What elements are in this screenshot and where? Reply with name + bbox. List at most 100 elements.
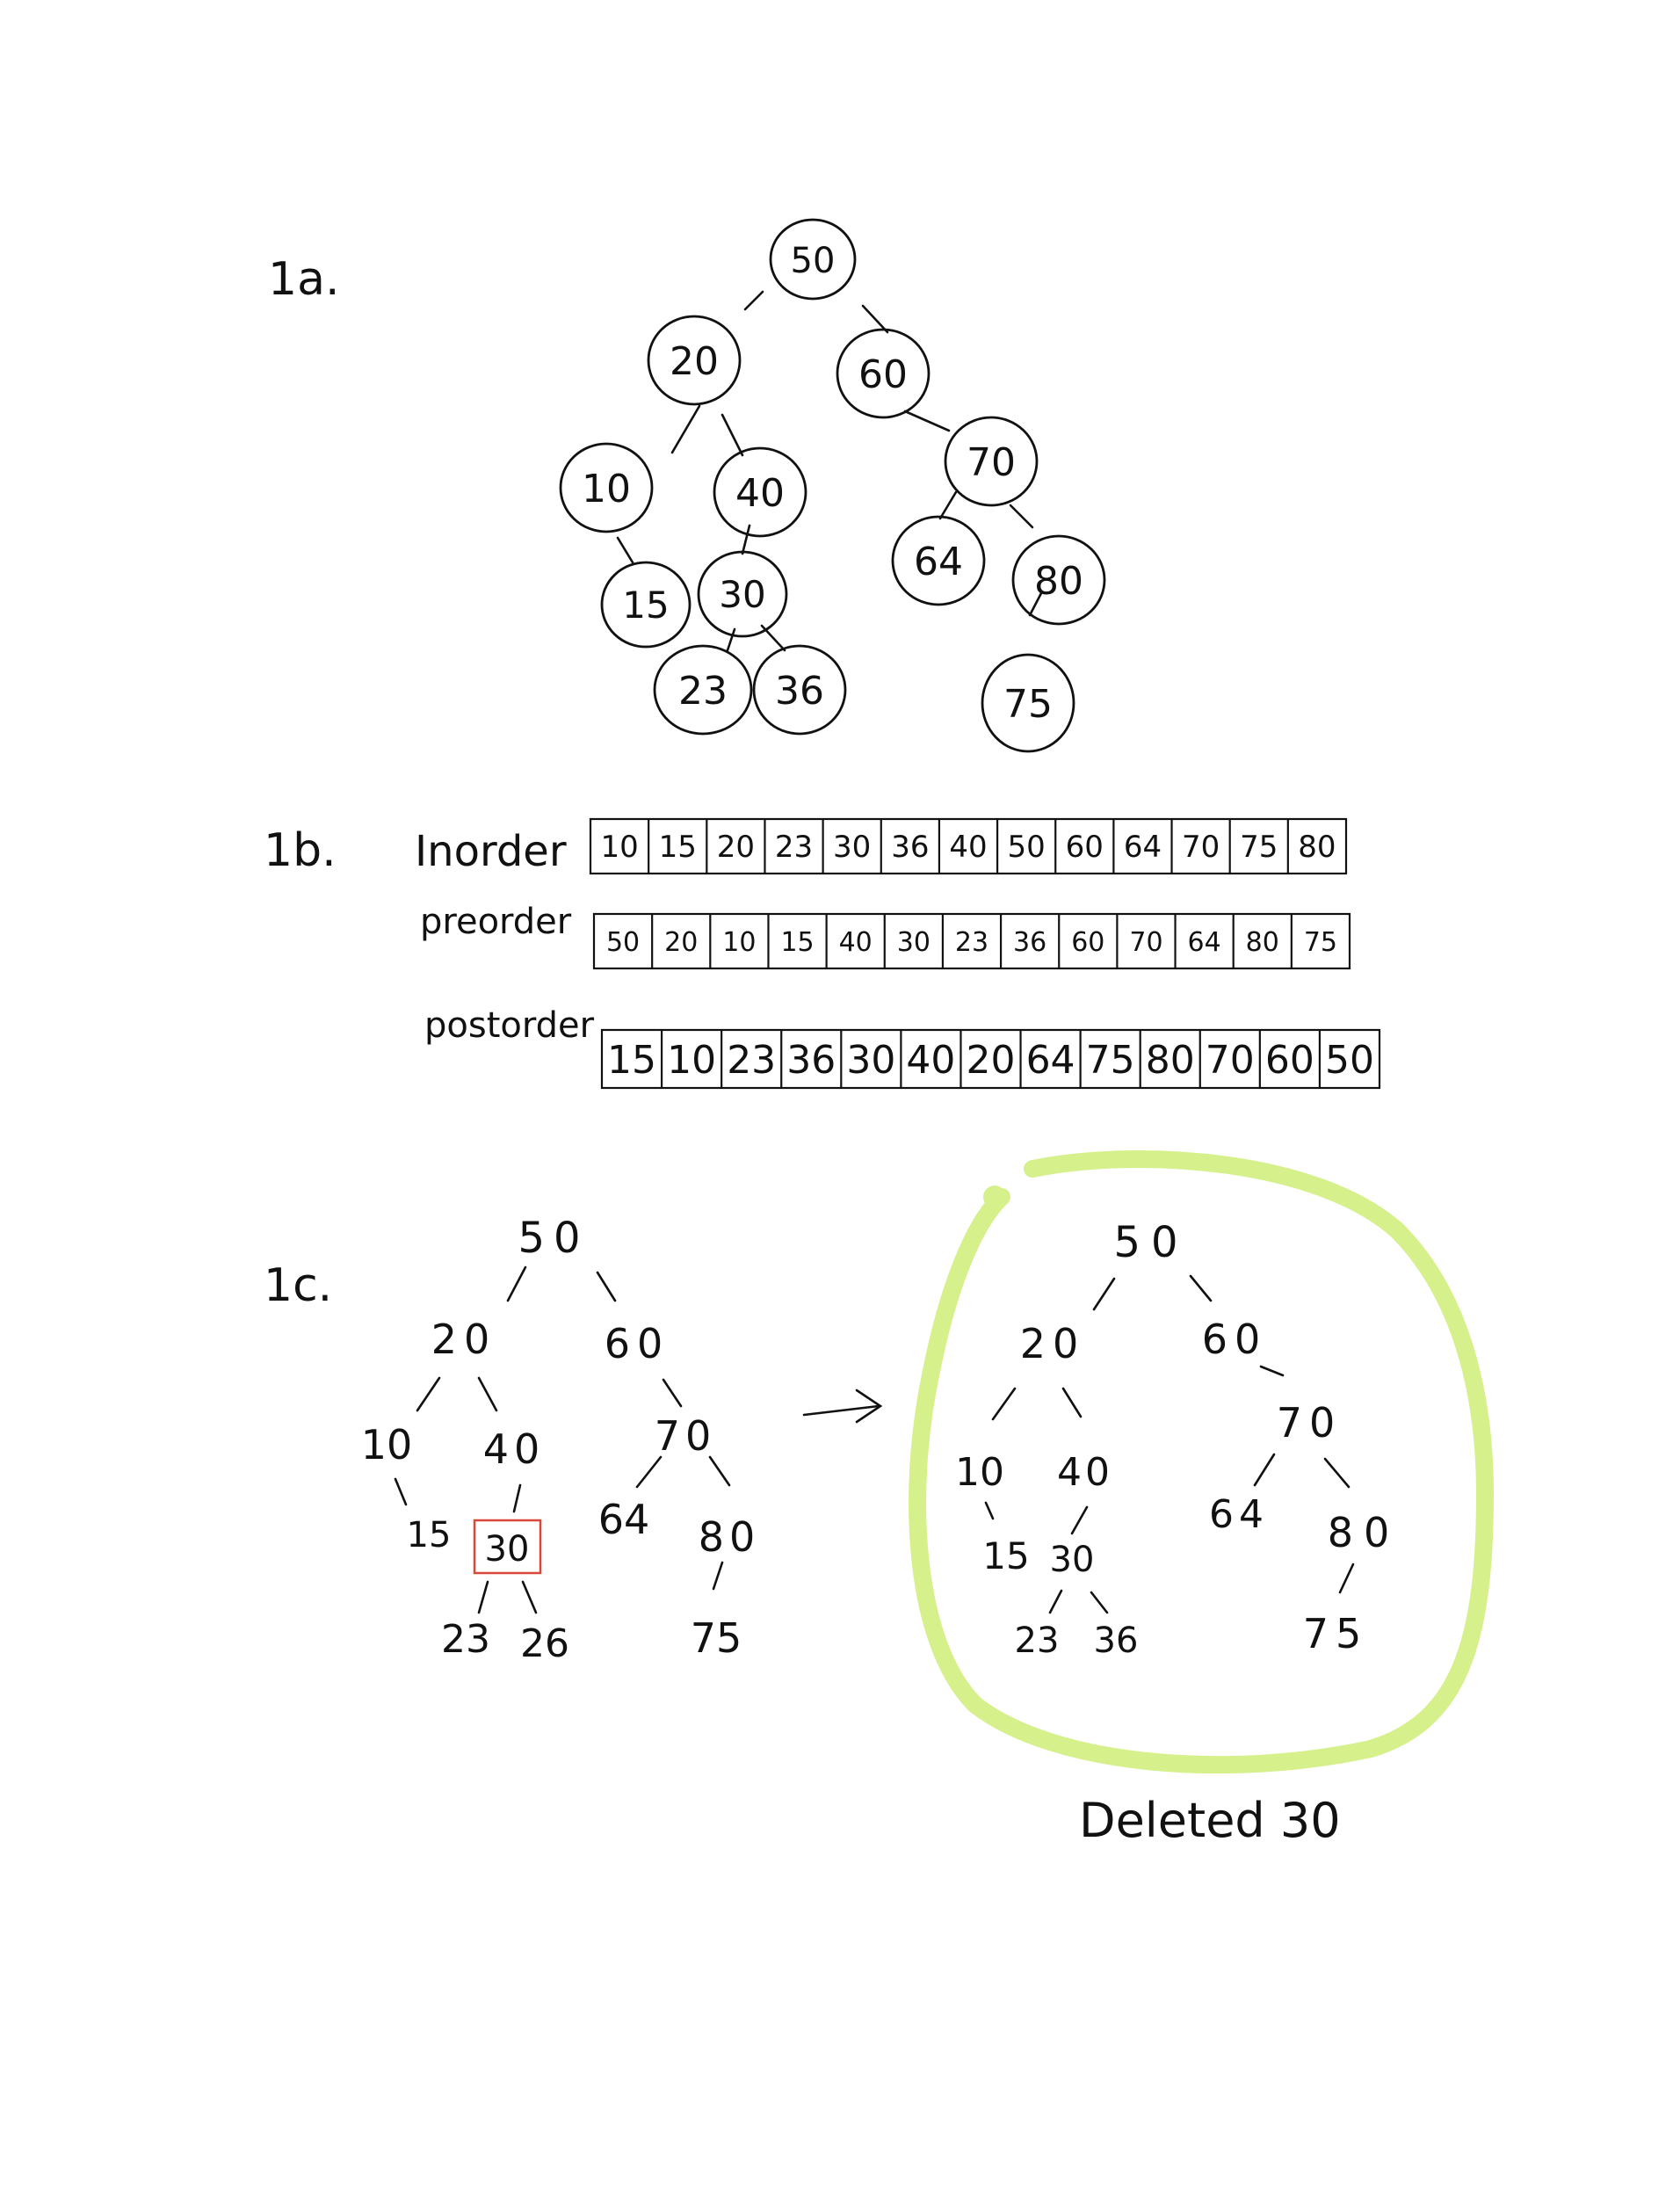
arrow-shaft (802, 1404, 880, 1417)
after-node-80: 80 (1328, 1509, 1401, 1556)
edge-70-80 (1009, 504, 1034, 529)
before-edge-70-80 (708, 1455, 731, 1487)
node-40: 40 (713, 446, 807, 538)
after-edge-60-70 (1259, 1365, 1285, 1377)
array-cell-value: 60 (1071, 927, 1104, 958)
after-edge-30-23 (1048, 1589, 1063, 1614)
before-node-50: 50 (518, 1214, 589, 1263)
array-cell-value: 20 (717, 830, 755, 865)
edge-40-30 (741, 524, 751, 555)
before-edge-50-60 (596, 1271, 617, 1302)
edge-50-60 (861, 304, 889, 334)
after-edge-40-30 (1070, 1505, 1089, 1535)
array-cell-value: 36 (1013, 927, 1046, 958)
part-a-tree: 50 20 60 10 40 70 15 30 64 80 23 36 75 (559, 218, 1106, 753)
node-36: 36 (752, 644, 847, 736)
node-64-value: 64 (914, 540, 963, 584)
array-cell-value: 50 (1325, 1038, 1374, 1083)
before-edge-30-23 (477, 1580, 489, 1614)
array-cell-value: 23 (727, 1038, 776, 1083)
array-cell-value: 50 (1008, 830, 1046, 865)
array-frame (592, 912, 1351, 970)
deleted-caption: Deleted 30 (1079, 1793, 1341, 1848)
part-c-before-tree: 50 20 60 10 40 70 15 30 64 80 23 26 75 (361, 1214, 761, 1666)
before-edge-10-15 (394, 1477, 408, 1506)
array-cell-value: 40 (949, 830, 987, 865)
before-node-80: 80 (699, 1513, 761, 1561)
after-node-60: 60 (1202, 1316, 1268, 1363)
array-cell-value: 50 (606, 927, 640, 958)
node-10-value: 10 (582, 467, 631, 511)
before-node-75: 75 (691, 1614, 742, 1662)
array-cell-value: 80 (1298, 830, 1336, 865)
node-10: 10 (559, 442, 654, 533)
part-c-label: 1c. (264, 1259, 332, 1312)
before-node-70: 70 (655, 1412, 717, 1460)
array-cell-value: 70 (1206, 1038, 1255, 1083)
before-node-64: 64 (598, 1496, 650, 1543)
array-cell-value: 64 (1188, 927, 1221, 958)
array-cell-value: 30 (897, 927, 931, 958)
before-node-23: 23 (441, 1617, 490, 1662)
before-node-26: 26 (520, 1621, 569, 1666)
array-cell-value: 60 (1265, 1038, 1314, 1083)
after-edge-20-40 (1061, 1387, 1083, 1418)
array-cell-value: 15 (607, 1038, 656, 1083)
array-cell-value: 75 (1304, 927, 1337, 958)
after-node-75: 75 (1303, 1610, 1369, 1657)
after-node-10: 10 (955, 1450, 1004, 1495)
edge-20-40 (721, 413, 744, 457)
array-cell-value: 15 (659, 830, 697, 865)
node-30: 30 (697, 550, 788, 638)
after-node-64: 64 (1209, 1492, 1269, 1537)
arrow-head (855, 1389, 883, 1424)
array-cell-value: 10 (667, 1038, 716, 1083)
array-cell-value: 10 (722, 927, 756, 958)
after-node-70: 70 (1277, 1399, 1343, 1447)
array-cell-value: 60 (1066, 830, 1104, 865)
array-cell-value: 30 (846, 1038, 895, 1083)
postorder-label: postorder (424, 1005, 595, 1046)
inorder-label: Inorder (415, 827, 567, 876)
before-edge-20-40 (477, 1376, 498, 1412)
after-edge-10-15 (984, 1501, 995, 1520)
array-cell-value: 10 (600, 830, 638, 865)
node-20: 20 (647, 315, 742, 406)
edge-80-75 (1028, 591, 1043, 617)
preorder-label: preorder (420, 902, 572, 942)
node-75: 75 (981, 653, 1075, 753)
array-cell-value: 64 (1026, 1038, 1075, 1083)
edge-10-15 (616, 536, 634, 564)
before-edge-40-30 (512, 1483, 522, 1513)
before-edge-20-10 (416, 1376, 441, 1412)
before-edge-50-20 (506, 1265, 527, 1302)
transform-arrow (802, 1389, 883, 1424)
after-edge-30-36 (1090, 1591, 1109, 1614)
node-80: 80 (1011, 534, 1106, 626)
node-15-value: 15 (622, 584, 669, 627)
before-node-30: 30 (485, 1529, 530, 1570)
node-70-value: 70 (967, 440, 1016, 485)
before-edge-70-64 (635, 1455, 663, 1489)
before-edge-80-75 (712, 1561, 724, 1591)
array-cell-value: 80 (1146, 1038, 1195, 1083)
array-cell-value: 40 (839, 927, 873, 958)
node-20-value: 20 (670, 339, 719, 384)
after-edge-80-75 (1338, 1563, 1355, 1594)
before-node-20: 20 (431, 1316, 497, 1363)
after-edge-70-64 (1253, 1453, 1276, 1487)
array-cell-value: 40 (906, 1038, 955, 1083)
highlight-loop (909, 1149, 1495, 1774)
node-23: 23 (653, 644, 753, 736)
node-70: 70 (944, 416, 1039, 507)
before-node-60: 60 (605, 1320, 670, 1367)
array-cell-value: 20 (967, 1038, 1016, 1083)
array-frame (589, 817, 1348, 875)
node-15: 15 (600, 561, 692, 649)
part-a-label: 1a. (268, 253, 339, 306)
after-node-15: 15 (982, 1534, 1029, 1577)
before-edge-30-26 (521, 1580, 538, 1614)
